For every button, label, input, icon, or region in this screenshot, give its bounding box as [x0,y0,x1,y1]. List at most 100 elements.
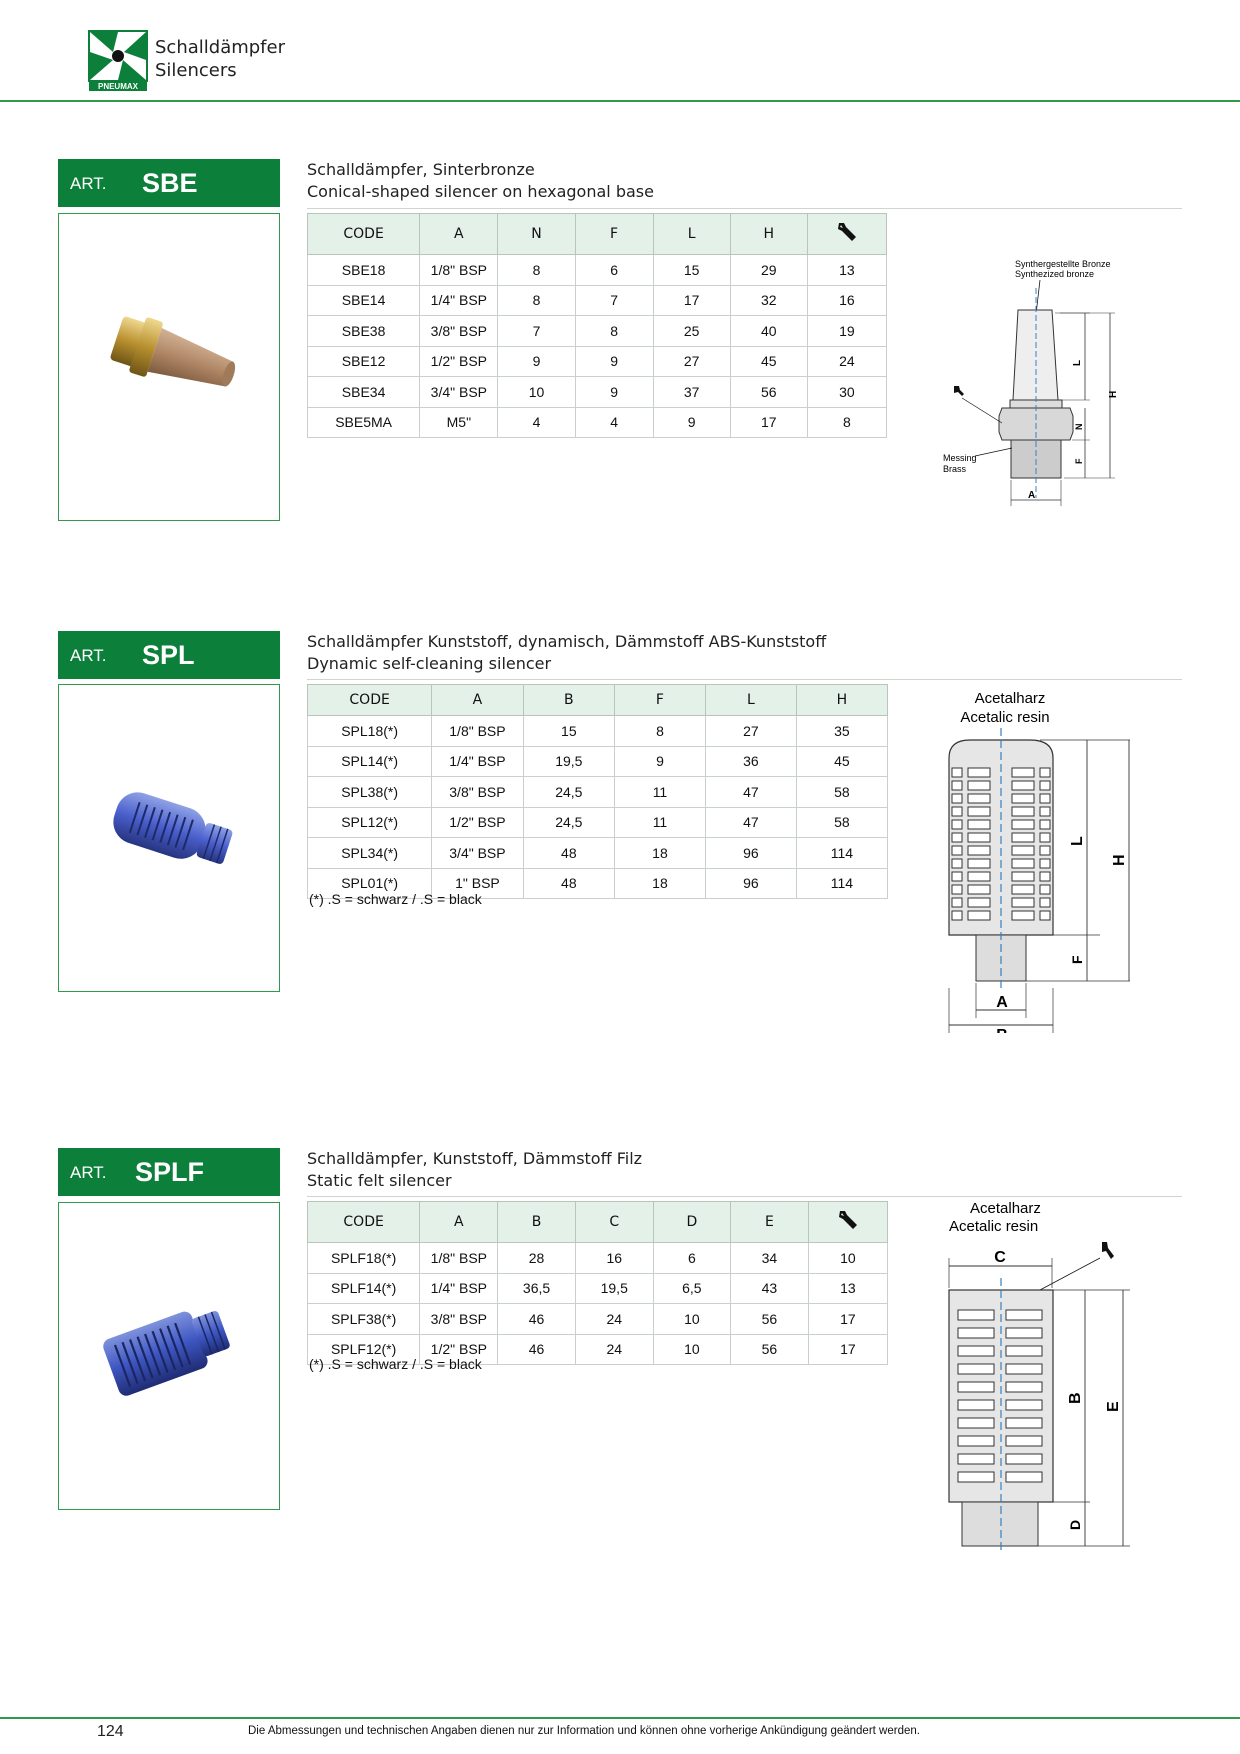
cell: 10 [807,1242,889,1274]
cell: 114 [795,837,889,869]
art-code: SBE [142,168,198,198]
art-bar-splf: ART. SPLF [58,1148,280,1196]
header-divider [0,100,1240,102]
page-header-title: Schalldämpfer Silencers [155,36,285,82]
dim-h: H [1111,854,1128,866]
cell: SPL18(*) [306,715,433,747]
col-wrench [807,1201,889,1243]
dim-n: N [1074,424,1084,431]
art-code: SPL [142,640,195,670]
cell: 11 [614,776,706,808]
diagram-sbe: Synthergestellte Bronze Synthezized bron… [940,258,1130,513]
cell: 17 [729,406,808,438]
cell: 45 [795,745,889,777]
cell: 10 [652,1333,731,1365]
dim-l: L [1069,836,1086,846]
diagram-splf: Acetalharz Acetalic resin C B E [940,1198,1140,1563]
cell: 36,5 [497,1272,576,1304]
cell: 45 [729,345,808,377]
wrench-icon [838,1211,857,1229]
cell: 1/8" BSP [419,1242,499,1274]
title-de: Schalldämpfer, Kunststoff, Dämmstoff Fil… [307,1149,643,1168]
product-photo-sbe [58,213,280,521]
cell: 25 [652,315,731,347]
cell: 36 [704,745,797,777]
wrench-icon [954,386,964,396]
col-c: C [574,1201,654,1243]
cell: 19,5 [574,1272,654,1304]
cell: M5" [419,406,499,438]
col-a: A [431,684,524,716]
cell: 7 [497,315,576,347]
title-divider [307,1196,1182,1197]
col-code: CODE [306,684,433,716]
cell: 6,5 [652,1272,731,1304]
cell: 3/8" BSP [419,1303,499,1335]
cell: SBE12 [306,345,421,377]
cell: 9 [574,376,654,408]
cell: 8 [614,715,706,747]
cell: 9 [497,345,576,377]
wrench-icon [1102,1242,1114,1259]
table-header-row: CODE A B F L H [306,684,889,716]
col-b: B [522,684,616,716]
logo-text: PNEUMAX [98,82,139,91]
table-note-splf: (*) .S = schwarz / .S = black [309,1356,482,1372]
dim-a: A [1028,490,1035,501]
cell: 58 [795,806,889,838]
cell: 17 [807,1333,889,1365]
col-h: H [729,213,808,255]
cell: 11 [614,806,706,838]
cell: 4 [497,406,576,438]
dim-b: B [996,1027,1008,1033]
title-divider [307,679,1182,680]
product-photo-spl [58,684,280,992]
col-f: F [614,684,706,716]
cell: 37 [652,376,731,408]
cell: 16 [574,1242,654,1274]
cell: SPL34(*) [306,837,433,869]
cell: 48 [522,837,616,869]
cell: 6 [652,1242,731,1274]
diagram-label-brass-de: Messing [943,453,977,463]
diagram-spl: Acetalharz Acetalic resin L H F A B [940,688,1140,1044]
art-bar-spl: ART. SPL [58,631,280,679]
cell: 1/2" BSP [431,806,524,838]
cell: 8 [806,406,888,438]
cell: 18 [614,867,706,899]
cell: 30 [806,376,888,408]
cell: SBE38 [306,315,421,347]
cell: SBE34 [306,376,421,408]
diagram-label-bronze-de: Synthergestellte Bronze [1015,259,1111,269]
footer-disclaimer: Die Abmessungen und technischen Angaben … [248,1725,920,1737]
cell: SPL14(*) [306,745,433,777]
cell: SBE5MA [306,406,421,438]
product-photo-splf [58,1202,280,1510]
art-bar-sbe: ART. SBE [58,159,280,207]
cell: 27 [652,345,731,377]
col-h: H [795,684,889,716]
cell: SPL38(*) [306,776,433,808]
cell: 1/4" BSP [419,284,499,316]
cell: 24 [806,345,888,377]
cell: SPLF38(*) [306,1303,421,1335]
dim-d: D [1067,1520,1083,1530]
cell: 7 [574,284,654,316]
diagram-label-bronze-en: Synthezized bronze [1015,269,1094,279]
cell: 1" BSP [431,867,524,899]
col-e: E [729,1201,809,1243]
cell: 3/8" BSP [431,776,524,808]
cell: 32 [729,284,808,316]
dim-f: F [1074,458,1084,464]
diagram-label-resin-de: Acetalharz [975,690,1046,707]
col-a: A [419,1201,499,1243]
cell: 29 [729,254,808,286]
